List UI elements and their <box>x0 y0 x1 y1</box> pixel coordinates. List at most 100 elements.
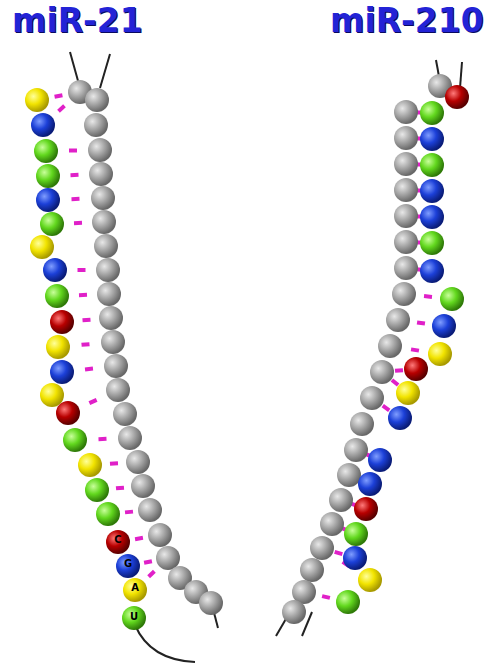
nucleotide-bead <box>428 342 452 366</box>
nucleotide-bead <box>106 530 130 554</box>
nucleotide-bead <box>344 522 368 546</box>
base-pair-bond <box>69 148 77 152</box>
nucleotide-bead <box>84 113 108 137</box>
strand-title: miR-210 <box>330 4 484 37</box>
nucleotide-bead <box>282 600 306 624</box>
nucleotide-bead <box>394 178 418 202</box>
nucleotide-bead <box>445 85 469 109</box>
base-pair-bond <box>99 437 107 441</box>
nucleotide-bead <box>337 463 361 487</box>
nucleotide-bead <box>123 578 147 602</box>
nucleotide-bead <box>113 402 137 426</box>
nucleotide-bead <box>360 386 384 410</box>
nucleotide-bead <box>148 523 172 547</box>
base-pair-bond <box>392 380 398 385</box>
nucleotide-bead <box>30 235 54 259</box>
nucleotide-bead <box>420 205 444 229</box>
base-pair-bond <box>335 552 343 554</box>
nucleotide-bead <box>370 360 394 384</box>
nucleotide-bead <box>420 153 444 177</box>
nucleotide-bead <box>91 186 115 210</box>
nucleotide-bead <box>199 591 223 615</box>
nucleotide-bead <box>85 88 109 112</box>
base-pair-bond <box>125 510 133 515</box>
nucleotide-bead <box>394 230 418 254</box>
strand-line <box>135 625 195 662</box>
base-pair-bond <box>82 342 90 347</box>
base-pair-bond <box>85 367 93 372</box>
base-pair-bond <box>116 486 124 491</box>
nucleotide-bead <box>50 310 74 334</box>
nucleotide-bead <box>89 162 113 186</box>
strand-line <box>460 62 462 88</box>
base-letter: G <box>121 559 135 569</box>
base-pair-bond <box>395 368 403 373</box>
nucleotide-bead <box>36 164 60 188</box>
base-pair-bond <box>74 221 82 225</box>
base-pair-bond <box>79 293 87 297</box>
nucleotide-bead <box>420 179 444 203</box>
nucleotide-bead <box>310 536 334 560</box>
nucleotide-bead <box>420 101 444 125</box>
nucleotide-bead <box>122 606 146 630</box>
base-pair-bond <box>135 538 143 539</box>
nucleotide-bead <box>104 354 128 378</box>
base-pair-bond <box>144 561 152 563</box>
nucleotide-bead <box>320 512 344 536</box>
nucleotide-bead <box>392 282 416 306</box>
nucleotide-bead <box>40 383 64 407</box>
nucleotide-bead <box>106 378 130 402</box>
base-pair-bond <box>322 596 330 598</box>
nucleotide-bead <box>31 113 55 137</box>
strand-lines <box>70 52 462 662</box>
nucleotide-bead <box>156 546 180 570</box>
nucleotide-bead <box>432 314 456 338</box>
nucleotide-bead <box>344 438 368 462</box>
base-pair-bond <box>149 571 155 577</box>
nucleotide-bead <box>101 330 125 354</box>
nucleotide-bead <box>63 428 87 452</box>
nucleotide-bead <box>36 188 60 212</box>
nucleotide-bead <box>118 426 142 450</box>
nucleotide-bead <box>99 306 123 330</box>
nucleotide-bead <box>329 488 353 512</box>
nucleotide-bead <box>126 450 150 474</box>
nucleotide-bead <box>350 412 374 436</box>
base-pair-bond <box>83 318 91 323</box>
nucleotide-bead <box>394 152 418 176</box>
nucleotide-bead <box>394 204 418 228</box>
nucleotide-bead <box>97 282 121 306</box>
nucleotide-bead <box>25 88 49 112</box>
nucleotide-bead <box>378 334 402 358</box>
base-pair-bond <box>89 400 96 403</box>
nucleotide-bead <box>94 234 118 258</box>
nucleotide-bead <box>420 231 444 255</box>
nucleotide-bead <box>50 360 74 384</box>
base-pair-bond <box>110 461 118 465</box>
nucleotide-bead <box>131 474 155 498</box>
nucleotide-bead <box>43 258 67 282</box>
nucleotide-bead <box>343 546 367 570</box>
base-pair-bond <box>383 406 390 411</box>
base-letter: C <box>111 535 125 545</box>
nucleotide-bead <box>404 357 428 381</box>
base-pair-bond <box>417 322 425 323</box>
nucleotide-bead <box>388 406 412 430</box>
nucleotide-bead <box>440 287 464 311</box>
nucleotide-bead <box>300 558 324 582</box>
nucleotide-bead <box>92 210 116 234</box>
base-pair-bond <box>55 95 63 96</box>
nucleotide-bead <box>386 308 410 332</box>
nucleotide-bead <box>78 453 102 477</box>
nucleotide-bead <box>40 212 64 236</box>
strand-line <box>100 54 110 88</box>
nucleotide-bead <box>88 138 112 162</box>
base-letter: A <box>128 583 142 593</box>
nucleotide-bead <box>358 472 382 496</box>
base-letter: U <box>127 612 141 622</box>
nucleotide-bead <box>96 502 120 526</box>
nucleotide-bead <box>354 497 378 521</box>
base-pair-bond <box>424 294 432 299</box>
nucleotide-bead <box>85 478 109 502</box>
